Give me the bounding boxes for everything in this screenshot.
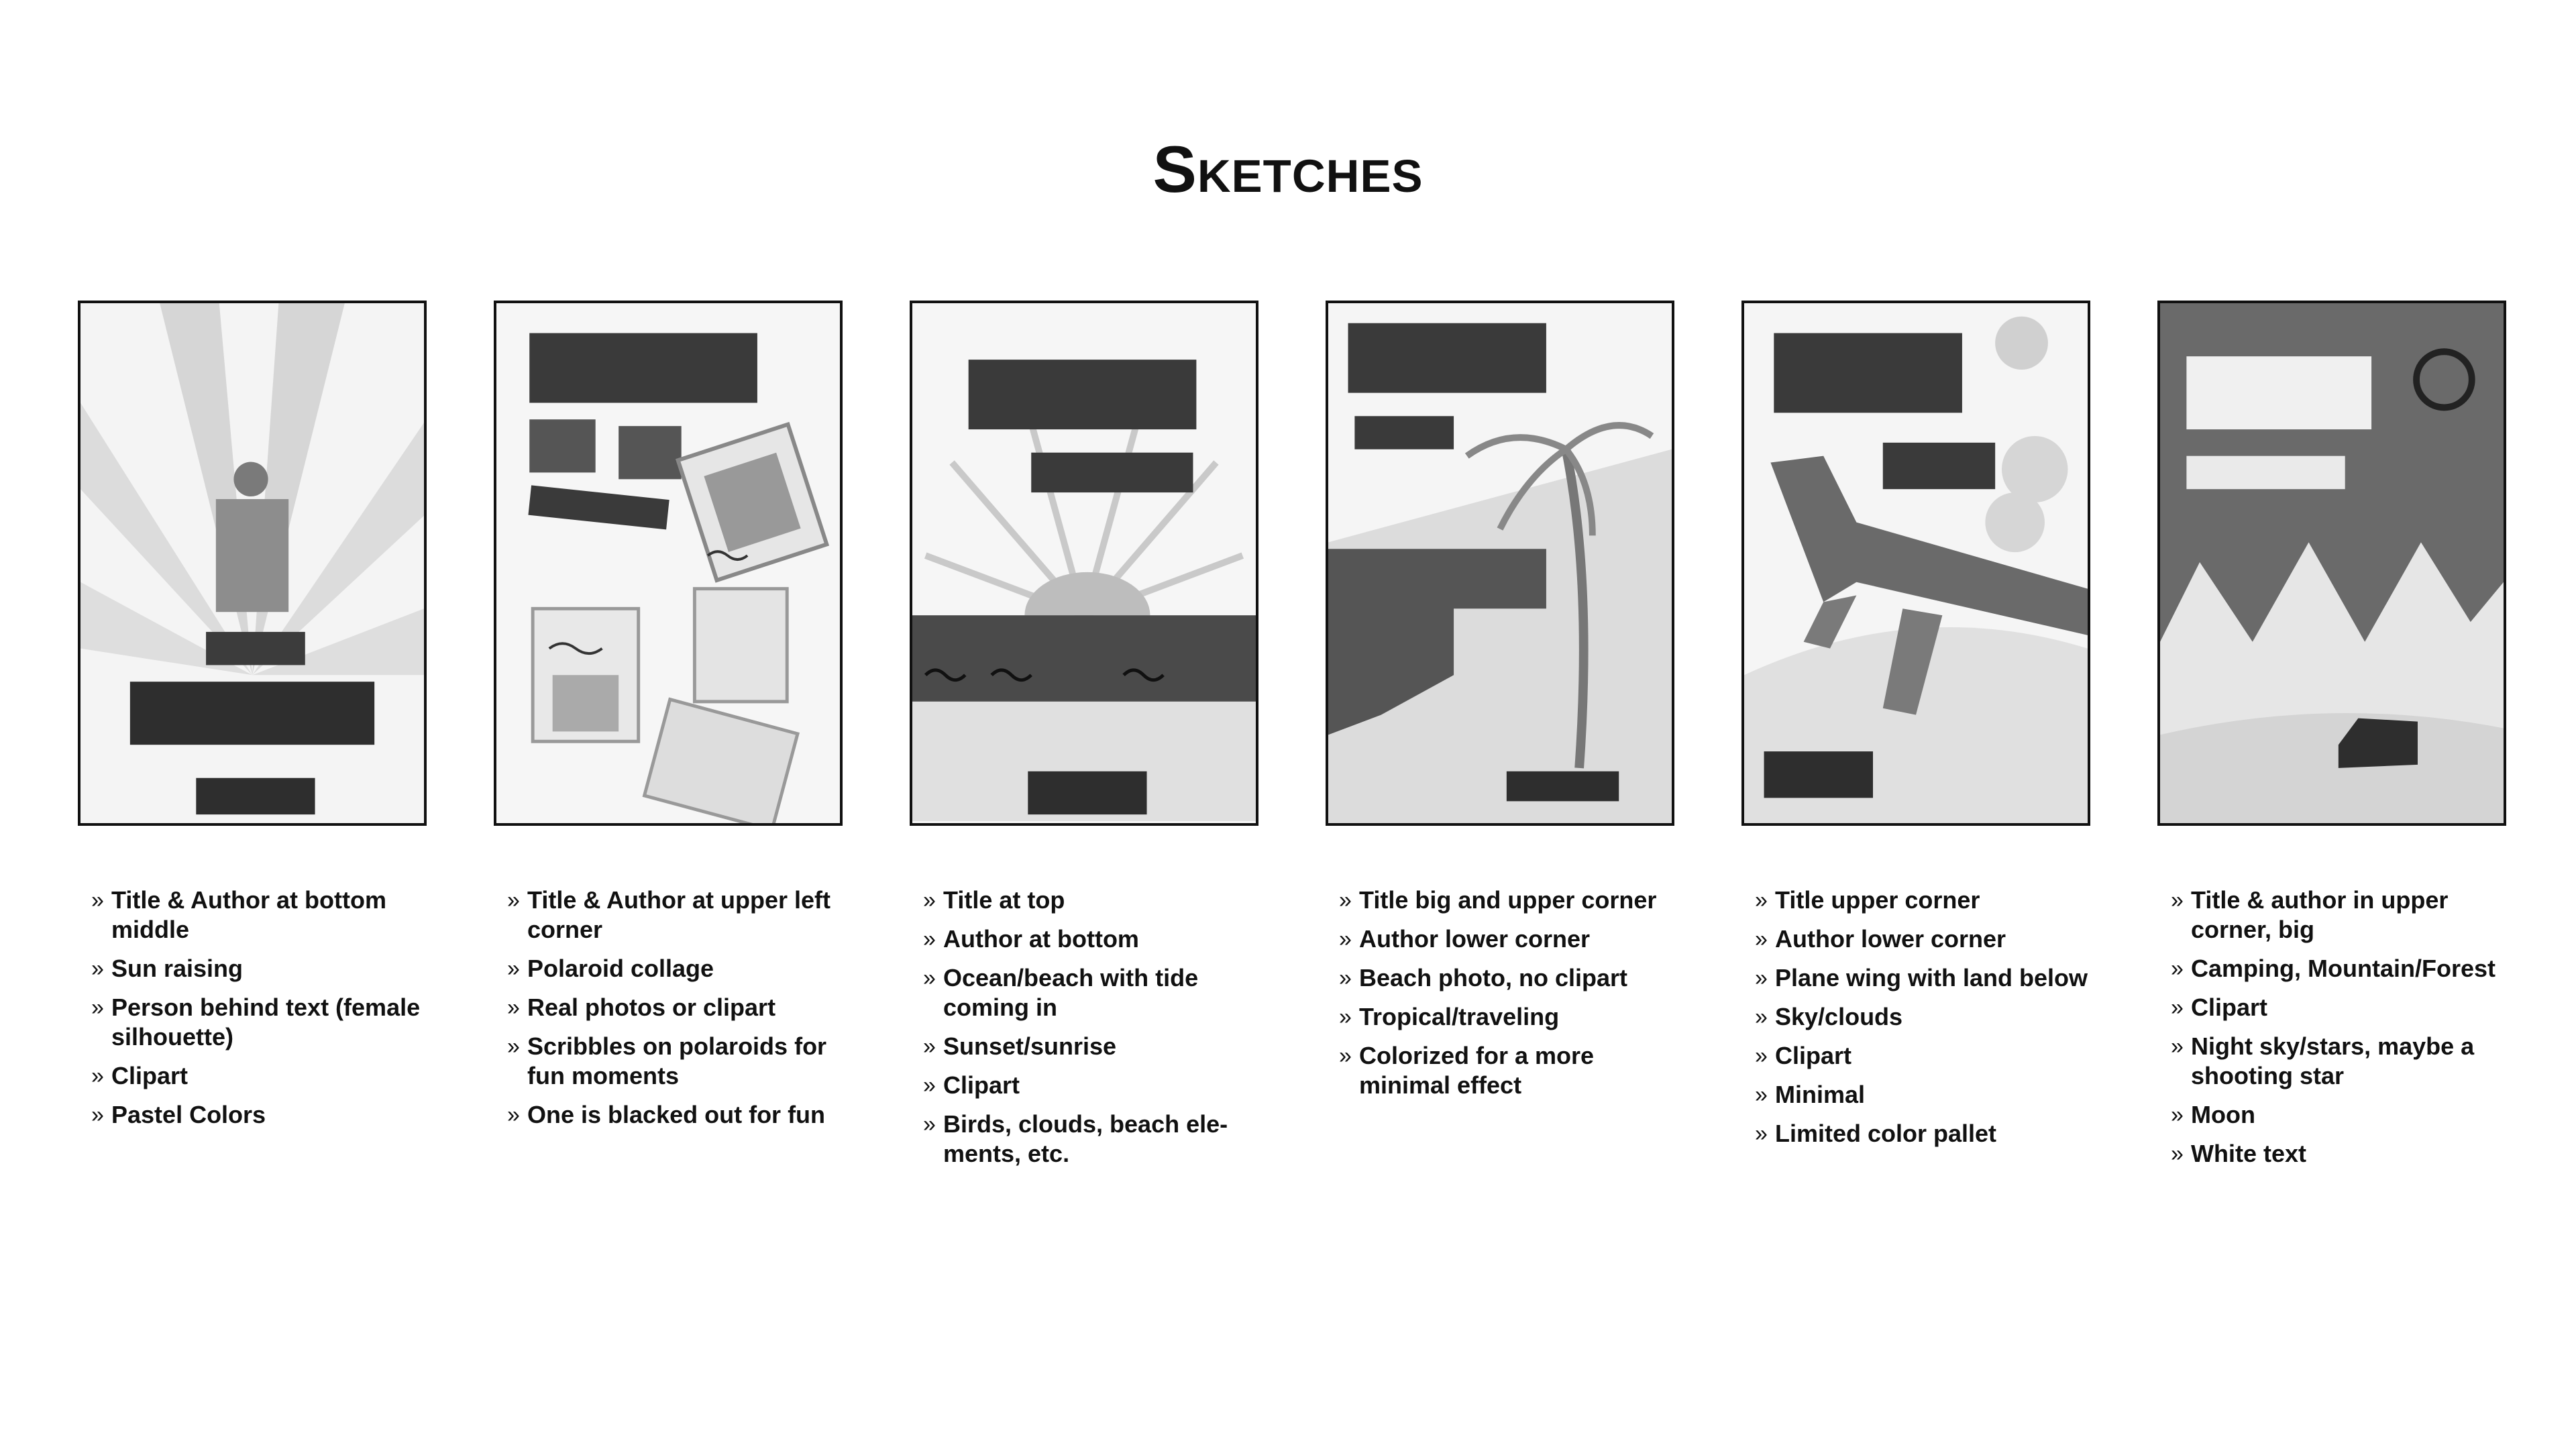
sketch-notes-6: Title & author in upper corner, big Camp… [2171, 885, 2520, 1178]
note-item: Author lower corner [1755, 924, 2104, 954]
plane-wing-icon [1744, 303, 2088, 823]
note-item: Clipart [2171, 993, 2520, 1022]
note-item: Sky/clouds [1755, 1002, 2104, 1032]
note-item: Night sky/stars, maybe a shooting star [2171, 1032, 2520, 1091]
note-item: Clipart [91, 1061, 440, 1091]
note-item: Person behind text (female silhouette) [91, 993, 440, 1052]
sunrays-silhouette-icon [80, 303, 424, 823]
note-item: Title upper corner [1755, 885, 2104, 915]
note-item: Birds, clouds, beach ele-ments, etc. [923, 1110, 1272, 1169]
note-item: Polaroid collage [507, 954, 856, 983]
note-item: Tropical/traveling [1339, 1002, 1688, 1032]
sketch-thumbnail-3 [910, 301, 1258, 826]
sketch-column-5: Title upper corner Author lower corner P… [1741, 301, 2104, 1148]
note-item: Sun raising [91, 954, 440, 983]
sketch-column-6: Title & author in upper corner, big Camp… [2157, 301, 2520, 1169]
sketch-notes-2: Title & Author at upper left corner Pola… [507, 885, 856, 1139]
note-item: Colorized for a more minimal effect [1339, 1041, 1688, 1100]
sketch-notes-3: Title at top Author at bottom Ocean/beac… [923, 885, 1272, 1178]
page-title: Sketches [1152, 132, 1424, 206]
sketch-thumbnail-2 [494, 301, 843, 826]
note-item: Title & Author at upper left corner [507, 885, 856, 945]
sketch-thumbnail-6 [2157, 301, 2506, 826]
palm-beach-icon [1328, 303, 1672, 823]
note-item: Plane wing with land below [1755, 963, 2104, 993]
note-item: Clipart [1755, 1041, 2104, 1071]
note-item: Title at top [923, 885, 1272, 915]
note-item: Camping, Mountain/Forest [2171, 954, 2520, 983]
sketch-notes-4: Title big and upper corner Author lower … [1339, 885, 1688, 1110]
note-item: Minimal [1755, 1080, 2104, 1110]
sketch-column-3: Title at top Author at bottom Ocean/beac… [910, 301, 1272, 1167]
note-item: Real photos or clipart [507, 993, 856, 1022]
sketch-column-4: Title big and upper corner Author lower … [1326, 301, 1688, 1099]
note-item: White text [2171, 1139, 2520, 1169]
note-item: Title & Author at bottom middle [91, 885, 440, 945]
sketch-notes-5: Title upper corner Author lower corner P… [1755, 885, 2104, 1158]
sketch-thumbnail-1 [78, 301, 427, 826]
sketch-column-1: Title & Author at bottom middle Sun rais… [78, 301, 440, 1130]
sunset-ocean-icon [912, 303, 1256, 823]
note-item: Beach photo, no clipart [1339, 963, 1688, 993]
note-item: Limited color pallet [1755, 1119, 2104, 1148]
note-item: Sunset/sunrise [923, 1032, 1272, 1061]
note-item: One is blacked out for fun [507, 1100, 856, 1130]
note-item: Author at bottom [923, 924, 1272, 954]
note-item: Moon [2171, 1100, 2520, 1130]
note-item: Title & author in upper corner, big [2171, 885, 2520, 945]
note-item: Clipart [923, 1071, 1272, 1100]
note-item: Ocean/beach with tide coming in [923, 963, 1272, 1022]
note-item: Title big and upper corner [1339, 885, 1688, 915]
sketch-notes-1: Title & Author at bottom middle Sun rais… [91, 885, 440, 1139]
note-item: Pastel Colors [91, 1100, 440, 1130]
mountains-moon-icon [2160, 303, 2504, 823]
note-item: Scribbles on polaroids for fun moments [507, 1032, 856, 1091]
sketch-thumbnail-5 [1741, 301, 2090, 826]
note-item: Author lower corner [1339, 924, 1688, 954]
sketch-thumbnail-4 [1326, 301, 1674, 826]
polaroid-collage-icon [496, 303, 840, 823]
sketch-column-2: Title & Author at upper left corner Pola… [494, 301, 856, 1130]
